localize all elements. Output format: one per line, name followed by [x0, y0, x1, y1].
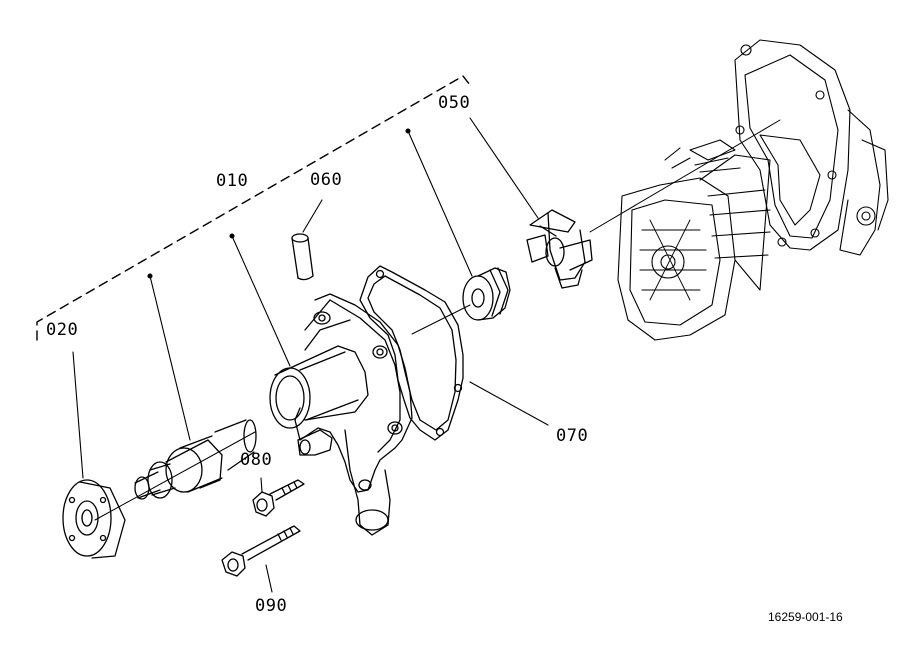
water-pump-body	[270, 294, 412, 535]
callout-050: 050	[438, 93, 471, 113]
impeller	[527, 210, 592, 288]
bolt-090	[222, 526, 300, 576]
callout-060: 060	[310, 170, 343, 190]
assembly-bracket	[37, 76, 470, 340]
callout-080: 080	[240, 450, 273, 470]
callout-070: 070	[556, 426, 589, 446]
bolt-080	[253, 480, 304, 516]
pipe-060	[292, 234, 313, 280]
callout-090: 090	[255, 596, 288, 616]
mechanical-seal	[463, 268, 510, 320]
callout-010: 010	[216, 171, 249, 191]
reference-number: 16259-001-16	[768, 610, 843, 624]
shaft-axis-line	[95, 120, 780, 520]
engine-block	[618, 40, 888, 340]
bearing-shaft	[135, 420, 256, 499]
leader-lines	[73, 118, 548, 592]
callout-020: 020	[46, 320, 79, 340]
pulley-flange	[63, 480, 125, 558]
gasket	[360, 266, 463, 440]
